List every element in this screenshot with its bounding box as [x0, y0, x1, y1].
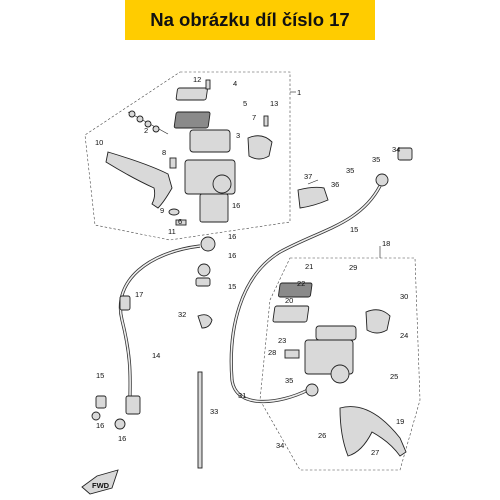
pivot-pins-left [127, 110, 187, 226]
callout-8: 8 [162, 148, 166, 157]
fwd-label: FWD [92, 481, 110, 490]
callout-21: 21 [305, 262, 313, 271]
callout-34b: 34 [276, 441, 284, 450]
callout-15b: 15 [228, 282, 236, 291]
callout-3: 3 [236, 131, 240, 140]
cable-tie-33 [197, 371, 203, 469]
callout-34a: 34 [392, 145, 400, 154]
callout-16d: 16 [118, 434, 126, 443]
callout-16b: 16 [228, 251, 236, 260]
brake-hose-right [229, 147, 413, 404]
callout-33: 33 [210, 407, 218, 416]
callout-31: 31 [238, 391, 246, 400]
part-number-banner: Na obrázku díl číslo 17 [125, 0, 375, 40]
callout-2: 2 [144, 126, 148, 135]
master-cylinder-right [272, 282, 391, 384]
callout-20: 20 [285, 296, 293, 305]
group-18-outline [259, 257, 421, 471]
brake-lever-right [339, 406, 407, 457]
fwd-direction-icon: FWD [81, 469, 119, 495]
callout-17: 17 [135, 290, 143, 299]
brake-hose-left [91, 236, 216, 430]
callout-35b: 35 [372, 155, 380, 164]
callout-6: 6 [178, 217, 182, 226]
group-1-outline [84, 71, 291, 241]
callout-28: 28 [268, 348, 276, 357]
callout-22: 22 [297, 279, 305, 288]
callout-24: 24 [400, 331, 408, 340]
callout-labels: 1 2 3 4 5 6 7 8 9 10 11 12 13 14 15 15 1… [95, 75, 408, 457]
callout-13: 13 [270, 99, 278, 108]
callout-18: 18 [382, 239, 390, 248]
exploded-parts-diagram: FWD 1 2 3 4 5 6 7 8 9 10 11 12 13 14 15 … [81, 71, 421, 495]
banner-text: Na obrázku díl číslo 17 [150, 9, 350, 30]
callout-19: 19 [396, 417, 404, 426]
master-cylinder-left [173, 79, 273, 223]
callout-36: 36 [331, 180, 339, 189]
callout-9: 9 [160, 206, 164, 215]
callout-1: 1 [297, 88, 301, 97]
callout-11: 11 [168, 227, 176, 236]
callout-16c: 16 [96, 421, 104, 430]
callout-23: 23 [278, 336, 286, 345]
callout-5: 5 [243, 99, 247, 108]
callout-16e: 16 [232, 201, 240, 210]
callout-29: 29 [349, 263, 357, 272]
brake-lever-left [105, 151, 173, 209]
hose-clip-32 [197, 314, 213, 329]
callout-35c: 35 [285, 376, 293, 385]
callout-16a: 16 [228, 232, 236, 241]
callout-4: 4 [233, 79, 237, 88]
callout-32: 32 [178, 310, 186, 319]
callout-35a: 35 [346, 166, 354, 175]
callout-27: 27 [371, 448, 379, 457]
callout-10: 10 [95, 138, 103, 147]
callout-37: 37 [304, 172, 312, 181]
callout-12: 12 [193, 75, 201, 84]
callout-30: 30 [400, 292, 408, 301]
callout-14: 14 [152, 351, 160, 360]
callout-26: 26 [318, 431, 326, 440]
callout-25: 25 [390, 372, 398, 381]
callout-15a: 15 [96, 371, 104, 380]
callout-7: 7 [252, 113, 256, 122]
callout-15c: 15 [350, 225, 358, 234]
